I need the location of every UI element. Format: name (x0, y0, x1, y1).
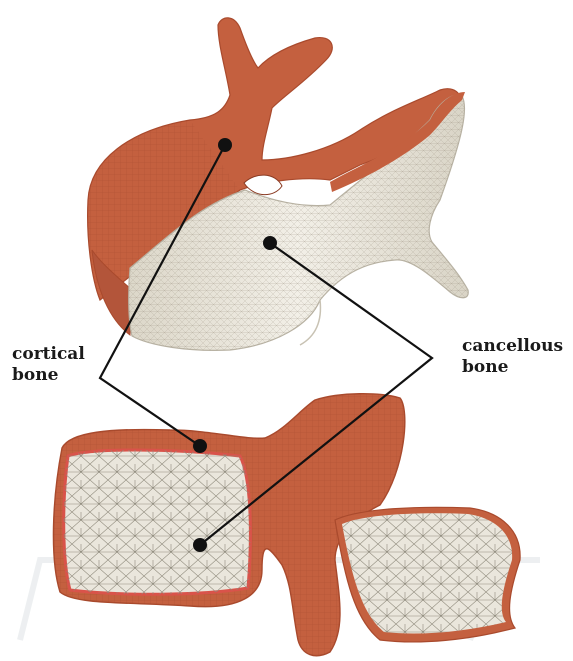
cancellous-bone-label: cancellous bone (462, 336, 563, 378)
cancellous-dot-bottom (193, 538, 207, 552)
cancellous-dot-top (263, 236, 277, 250)
cancellous-label-line2: bone (462, 357, 563, 378)
cortical-dot-bottom (193, 439, 207, 453)
cortical-dot-top (218, 138, 232, 152)
cortical-label-line2: bone (12, 365, 85, 386)
cancellous-label-line1: cancellous (462, 336, 563, 357)
top-vertebra (88, 18, 469, 351)
cortical-label-line1: cortical (12, 344, 85, 365)
bottom-section (53, 394, 520, 656)
cortical-bone-label: cortical bone (12, 344, 85, 386)
